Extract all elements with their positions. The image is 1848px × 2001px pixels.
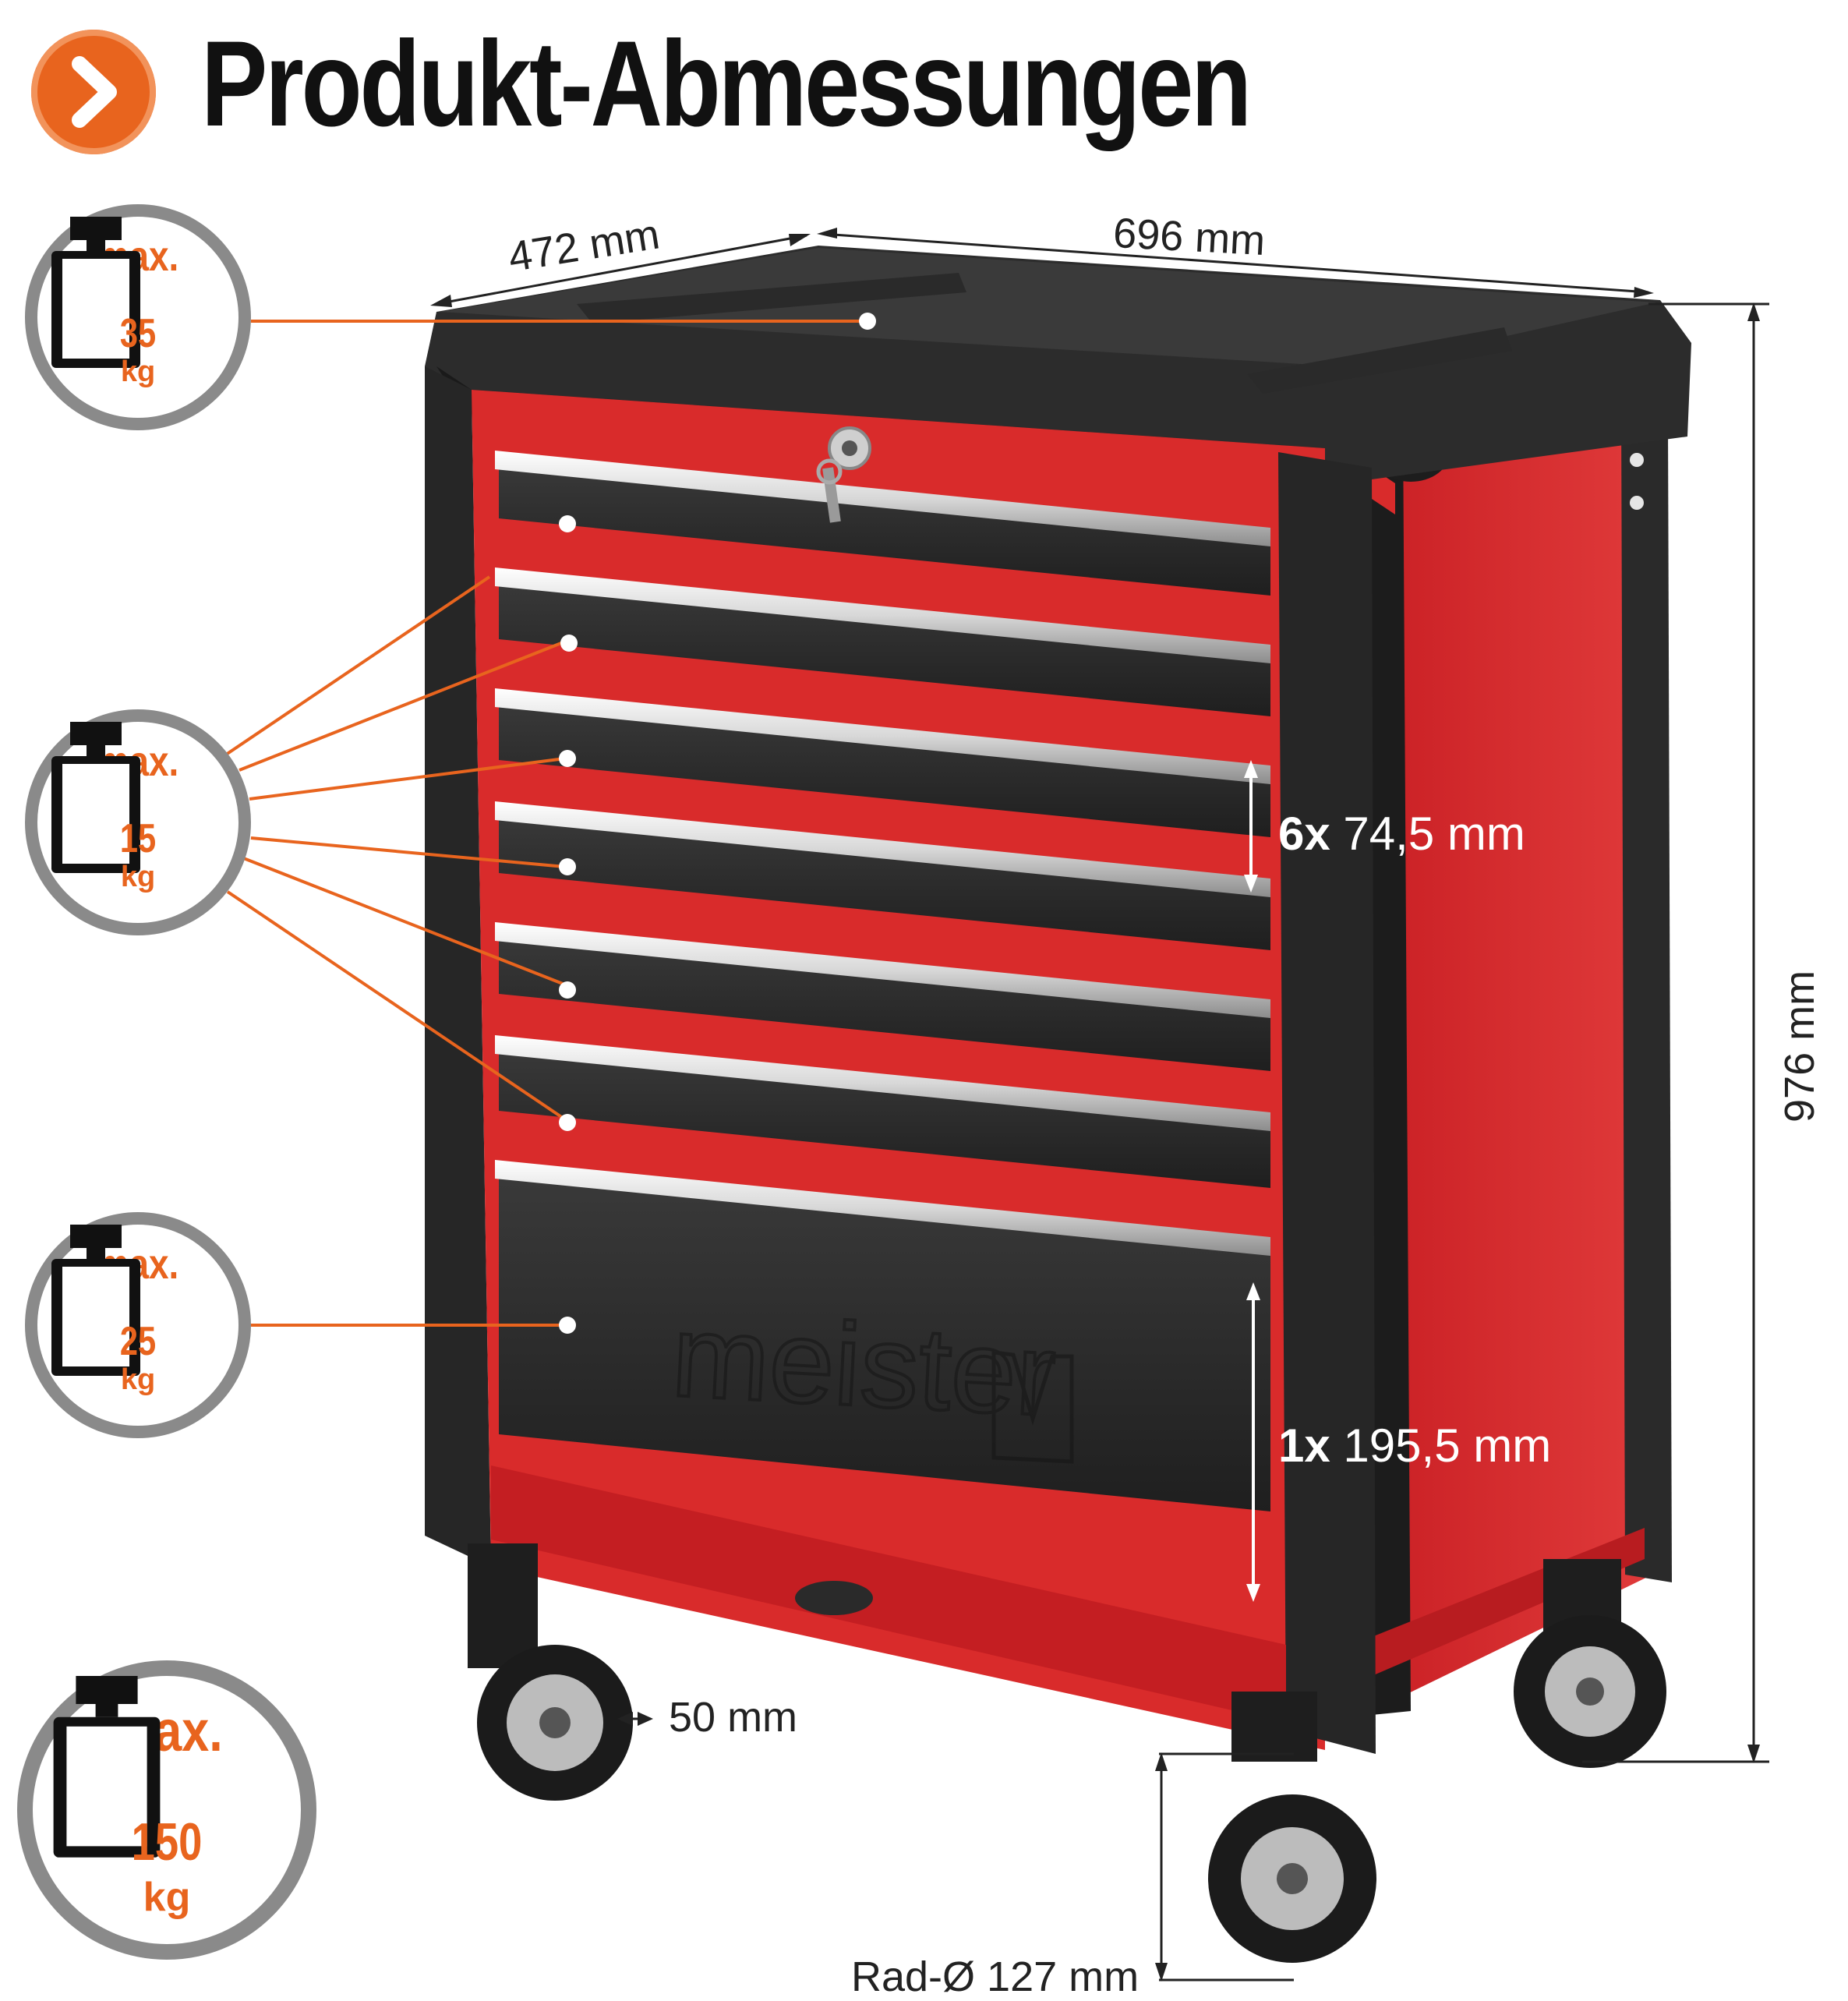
- weight-unit: kg: [120, 861, 156, 893]
- drawer-front: [499, 811, 1270, 950]
- drawer-front: [499, 1045, 1270, 1188]
- width-label: 696 mm: [1111, 209, 1267, 265]
- drawer-front: [499, 932, 1270, 1071]
- weight-unit: kg: [120, 355, 156, 388]
- large-drawer-height: 195,5 mm: [1343, 1419, 1552, 1472]
- small-drawer-height: 74,5 mm: [1343, 808, 1525, 860]
- weight-icon: [53, 1676, 161, 1858]
- lock: [816, 426, 871, 523]
- leader-lines: [224, 320, 867, 1327]
- svg-text:meister: meister: [669, 1289, 1058, 1441]
- small-drawer-count: 6x: [1278, 808, 1330, 860]
- page-title: Produkt-Abmessungen: [201, 16, 1252, 152]
- drawer-handle: [495, 451, 1270, 546]
- drawer-handle: [495, 1160, 1270, 1256]
- drawer-handle: [495, 801, 1270, 897]
- weight-value: 25: [119, 1319, 157, 1364]
- drawer-front: [499, 460, 1270, 596]
- side-panel: [1364, 405, 1672, 1715]
- height-label: 976 mm: [1776, 970, 1823, 1122]
- large-drawer-height-label: 1x 195,5 mm: [1278, 1419, 1551, 1472]
- leader-dots: [559, 313, 876, 1334]
- drawer-stack: [495, 451, 1270, 1511]
- wheel-diameter-label: Rad-Ø 127 mm: [851, 1953, 1140, 2000]
- drawer-handle: [495, 567, 1270, 663]
- weight-unit: kg: [120, 1363, 156, 1396]
- load-badge-small-drawers: max. 15 kg: [25, 709, 251, 935]
- weight-value: 15: [119, 816, 157, 861]
- weight-value: 35: [119, 311, 157, 356]
- wheel-width-label: 50 mm: [669, 1694, 798, 1741]
- drawer-handle: [495, 688, 1270, 784]
- dimension-lines: [430, 228, 1769, 1982]
- weight-icon: [51, 722, 140, 873]
- small-drawer-height-label: 6x 74,5 mm: [1278, 807, 1525, 861]
- drawer-front: [499, 1169, 1270, 1511]
- weight-icon: [51, 1225, 140, 1376]
- large-drawer-count: 1x: [1278, 1419, 1330, 1472]
- meister-logo: meister: [667, 1288, 1074, 1464]
- weight-icon: [51, 217, 140, 368]
- drawer-front: [499, 577, 1270, 716]
- weight-value: 150: [131, 1812, 203, 1872]
- drawer-height-lines: [1244, 760, 1260, 1602]
- drawer-front: [499, 698, 1270, 837]
- weight-unit: kg: [143, 1875, 191, 1920]
- load-badge-top-tray: max. 35 kg: [25, 204, 251, 430]
- load-badge-total: max. 150 kg: [17, 1660, 316, 1960]
- drawer-handle: [495, 1035, 1270, 1131]
- chevron-right-icon: [31, 30, 156, 154]
- wheels: [468, 1543, 1666, 1963]
- drawer-handle: [495, 922, 1270, 1018]
- load-badge-large-drawer: max. 25 kg: [25, 1212, 251, 1438]
